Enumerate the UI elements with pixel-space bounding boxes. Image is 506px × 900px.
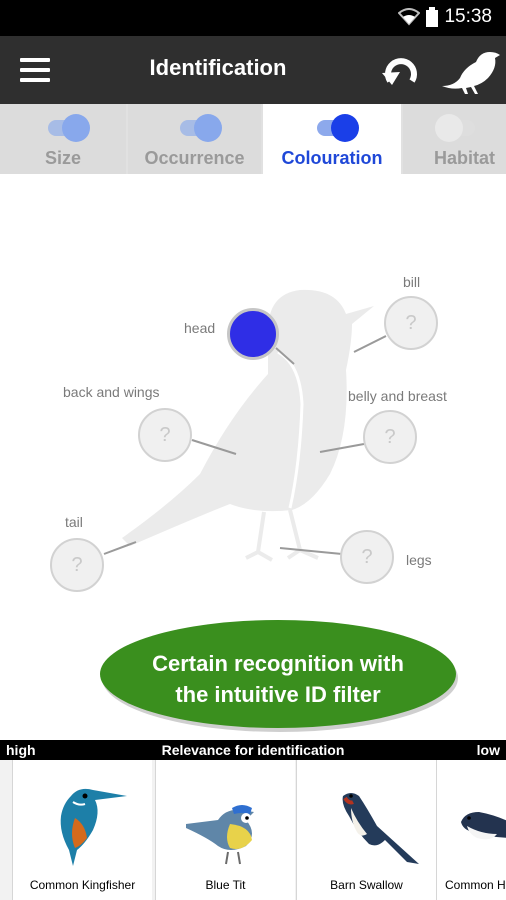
results-strip[interactable]: Common Kingfisher Blue Tit Barn Swallow xyxy=(0,760,506,900)
undo-icon[interactable] xyxy=(380,51,422,91)
tail-label: tail xyxy=(65,514,83,530)
back-and-wings-label: back and wings xyxy=(63,384,160,400)
result-name: Common H xyxy=(445,878,506,892)
legs-button[interactable]: ? xyxy=(340,530,394,584)
promo-line-2: the intuitive ID filter xyxy=(175,682,381,707)
legs-label: legs xyxy=(406,552,432,568)
result-name: Common Kingfisher xyxy=(29,878,136,892)
status-time: 15:38 xyxy=(444,6,492,27)
result-card-kingfisher[interactable]: Common Kingfisher xyxy=(12,760,152,900)
kingfisher-image xyxy=(60,788,127,866)
size-toggle[interactable] xyxy=(46,114,90,142)
hamburger-icon[interactable] xyxy=(18,53,52,87)
bird-silhouette xyxy=(103,289,387,562)
relevance-high: high xyxy=(6,742,36,758)
result-card-barn-swallow[interactable]: Barn Swallow xyxy=(296,760,436,900)
promo-line-1: Certain recognition with xyxy=(152,651,404,676)
belly-and-breast-label: belly and breast xyxy=(348,388,447,404)
tab-occurrence-label: Occurrence xyxy=(144,148,245,168)
result-name: Blue Tit xyxy=(205,878,246,892)
colouration-diagram: head bill ? back and wings ? belly and b… xyxy=(0,174,506,740)
habitat-toggle[interactable] xyxy=(435,114,479,142)
head-label: head xyxy=(184,320,216,336)
relevance-bar: high Relevance for identification low xyxy=(0,740,506,760)
head-button[interactable] xyxy=(227,308,279,360)
tab-size-label: Size xyxy=(44,148,82,168)
promo-banner: Certain recognition with the intuitive I… xyxy=(98,618,458,732)
battery-icon xyxy=(426,7,439,27)
blue-tit-image xyxy=(186,805,254,865)
tab-habitat[interactable]: Habitat xyxy=(403,104,506,174)
occurrence-toggle[interactable] xyxy=(178,114,222,142)
wifi-icon xyxy=(398,8,421,26)
result-card-common-h[interactable]: Common H xyxy=(436,760,506,900)
barn-swallow-image xyxy=(342,793,419,864)
tail-button[interactable]: ? xyxy=(50,538,104,592)
promo-ellipse xyxy=(100,620,458,732)
bird-icon[interactable] xyxy=(440,46,502,96)
house-martin-image xyxy=(461,812,506,840)
tab-habitat-label: Habitat xyxy=(433,148,495,168)
bill-label: bill xyxy=(403,274,421,290)
relevance-low: low xyxy=(476,742,500,758)
result-name: Barn Swallow xyxy=(330,878,403,892)
colouration-toggle[interactable] xyxy=(315,114,359,142)
tab-colouration[interactable]: Colouration xyxy=(263,104,401,174)
bill-button[interactable]: ? xyxy=(384,296,438,350)
result-card-blue-tit[interactable]: Blue Tit xyxy=(155,760,295,900)
tab-colouration-label: Colouration xyxy=(281,148,383,168)
relevance-title: Relevance for identification xyxy=(161,742,345,758)
belly-and-breast-button[interactable]: ? xyxy=(363,410,417,464)
page-title: Identification xyxy=(149,55,287,80)
tab-occurrence[interactable]: Occurrence xyxy=(128,104,261,174)
back-and-wings-button[interactable]: ? xyxy=(138,408,192,462)
app-bar: Identification xyxy=(0,36,506,104)
status-bar: 15:38 xyxy=(0,0,506,36)
filter-tabs: Size Occurrence Colouration Habitat xyxy=(0,104,506,174)
tab-size[interactable]: Size xyxy=(0,104,126,174)
